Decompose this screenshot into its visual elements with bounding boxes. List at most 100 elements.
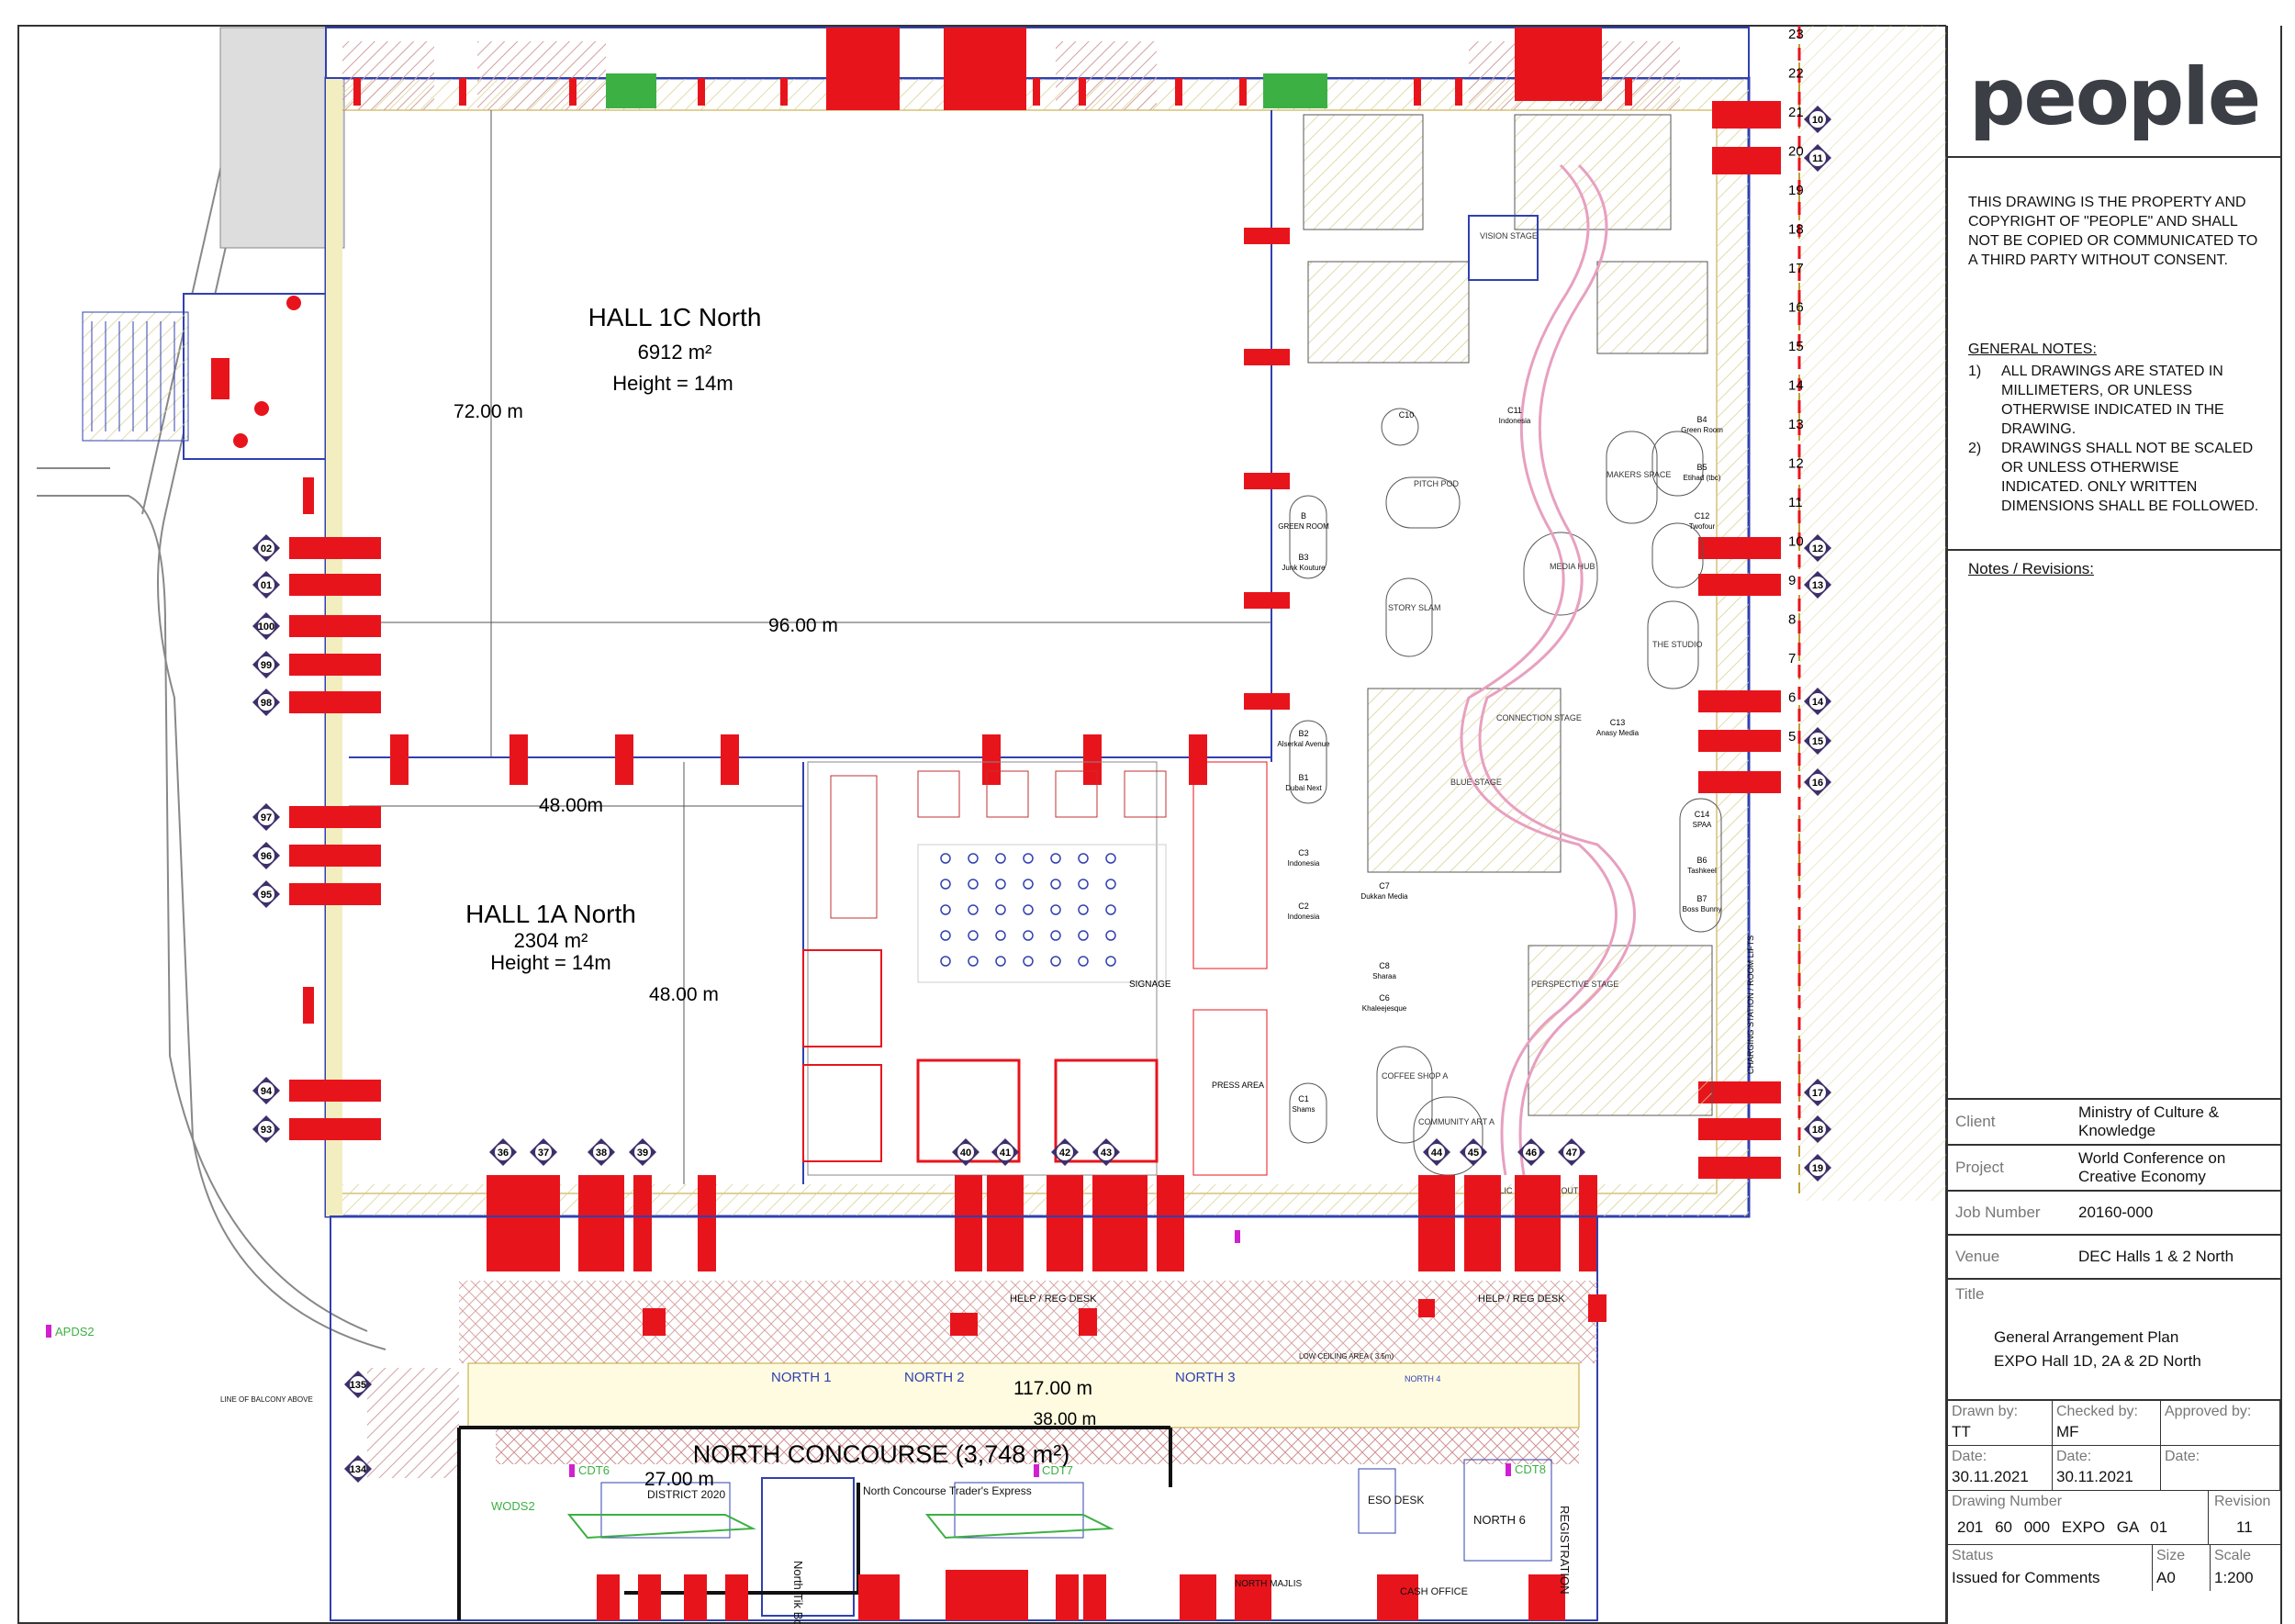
date-checked: Date:30.11.2021 — [2053, 1446, 2161, 1491]
makers-space-label: MAKERS SPACE — [1606, 470, 1671, 479]
booth-name: Anasy Media — [1596, 729, 1640, 737]
round-table — [968, 904, 979, 915]
round-table — [940, 904, 951, 915]
round-table — [1105, 853, 1116, 864]
gate-badge: 44 — [1423, 1138, 1450, 1166]
booth-name: Alserkal Avenue — [1277, 740, 1330, 748]
round-table — [995, 904, 1006, 915]
gate-badge: 99 — [252, 651, 280, 678]
gate-badge-circle — [258, 1121, 274, 1137]
gate-badge-circle — [258, 656, 274, 673]
grid-number: 11 — [1788, 495, 1803, 510]
gate-badge: 41 — [991, 1138, 1019, 1166]
booth-code: B — [1301, 511, 1306, 521]
gate-number: 18 — [1812, 1125, 1823, 1136]
gate-badge: 134 — [344, 1455, 372, 1483]
gate-badge: 46 — [1517, 1138, 1545, 1166]
media-hub-label: MEDIA HUB — [1550, 562, 1595, 571]
client-label: Client — [1955, 1113, 1996, 1130]
round-table — [1105, 956, 1116, 967]
project-value: World Conference on Creative Economy — [2078, 1149, 2226, 1185]
hall-1a-name: HALL 1A North — [465, 900, 636, 928]
booth-code: B6 — [1696, 856, 1707, 865]
cdt7-label: CDT7 — [1042, 1463, 1073, 1477]
grid-number: 21 — [1788, 105, 1804, 120]
gate-badge-circle — [1098, 1144, 1114, 1160]
gate-badge: 11 — [1804, 144, 1831, 172]
booth-code: C13 — [1610, 718, 1626, 727]
gate-badge: 93 — [252, 1115, 280, 1143]
gate-number: 135 — [350, 1380, 366, 1391]
concourse-zone-label: NORTH 1 — [771, 1370, 832, 1385]
status-label: Status — [1952, 1548, 1994, 1563]
booth-code: C11 — [1507, 406, 1522, 415]
gate-badge: 40 — [952, 1138, 980, 1166]
gate-number: 13 — [1812, 580, 1823, 591]
booth-name: Indonesia — [1499, 417, 1531, 425]
dim-27m: 27.00 m — [644, 1469, 714, 1490]
round-table — [1023, 853, 1034, 864]
dim-48m-vertical: 48.00 m — [649, 984, 719, 1005]
booth-name: Shams — [1293, 1105, 1315, 1114]
gate-badge: 45 — [1460, 1138, 1487, 1166]
gate-badge: 98 — [252, 689, 280, 716]
gate-badge: 12 — [1804, 534, 1831, 562]
bottom-doors — [487, 1175, 1597, 1271]
round-table — [1050, 956, 1061, 967]
date-label: Date: — [2165, 1449, 2200, 1464]
booth-code: B5 — [1696, 463, 1707, 472]
hall-1c-area: 6912 m² — [638, 341, 712, 364]
gate-number: 14 — [1812, 697, 1824, 708]
gate-badge-circle — [258, 1082, 274, 1099]
gate-number: 15 — [1812, 736, 1823, 747]
gate-badge-circle — [1809, 693, 1826, 710]
booth-name: Khaleejesque — [1362, 1004, 1407, 1013]
gate-badge: 02 — [252, 534, 280, 562]
grid-number: 6 — [1788, 690, 1796, 706]
venue-value: DEC Halls 1 & 2 North — [2078, 1248, 2234, 1265]
booth-name: SPAA — [1693, 821, 1712, 829]
drawn-value: TT — [1952, 1423, 1971, 1440]
connection-stage-label: CONNECTION STAGE — [1496, 713, 1582, 722]
booth-code: B1 — [1298, 773, 1308, 782]
round-table — [940, 930, 951, 941]
gate-badge-circle — [1809, 111, 1826, 128]
date-drawn: Date:30.11.2021 — [1948, 1446, 2053, 1491]
gate-badge-circle — [1563, 1144, 1580, 1160]
gate-badge: 43 — [1092, 1138, 1120, 1166]
round-table — [940, 853, 951, 864]
gate-number: 02 — [261, 543, 272, 554]
gate-badge: 100 — [252, 612, 280, 640]
booth-name: Etihad (tbc) — [1684, 474, 1721, 482]
round-table — [1050, 904, 1061, 915]
note-text: ALL DRAWINGS ARE STATED IN MILLIMETERS, … — [2001, 364, 2224, 437]
gate-badge-circle — [258, 809, 274, 825]
gate-number: 16 — [1812, 778, 1823, 789]
checked-label: Checked by: — [2056, 1404, 2138, 1419]
round-table — [1078, 904, 1089, 915]
floor-level-walkway — [1460, 163, 1618, 1176]
cdt-markers — [46, 1230, 1511, 1477]
round-table — [995, 879, 1006, 890]
gate-number: 40 — [960, 1148, 971, 1159]
round-table — [1105, 904, 1116, 915]
gate-number: 46 — [1526, 1148, 1537, 1159]
round-table — [995, 930, 1006, 941]
booth-code: C12 — [1695, 511, 1710, 521]
press-area-label: PRESS AREA — [1212, 1081, 1264, 1090]
general-note: 2)DRAWINGS SHALL NOT BE SCALED OR UNLESS… — [1968, 439, 2260, 516]
gate-badge-circle — [1809, 577, 1826, 593]
gate-badge-circle — [1057, 1144, 1073, 1160]
gate-number: 36 — [498, 1148, 509, 1159]
help-desk-2: HELP / REG DESK — [1478, 1294, 1565, 1305]
round-table — [1105, 930, 1116, 941]
gate-badge-circle — [495, 1144, 511, 1160]
tik-booth-label: North Tik Booth — [791, 1561, 805, 1624]
gate-badge-circle — [1809, 540, 1826, 556]
